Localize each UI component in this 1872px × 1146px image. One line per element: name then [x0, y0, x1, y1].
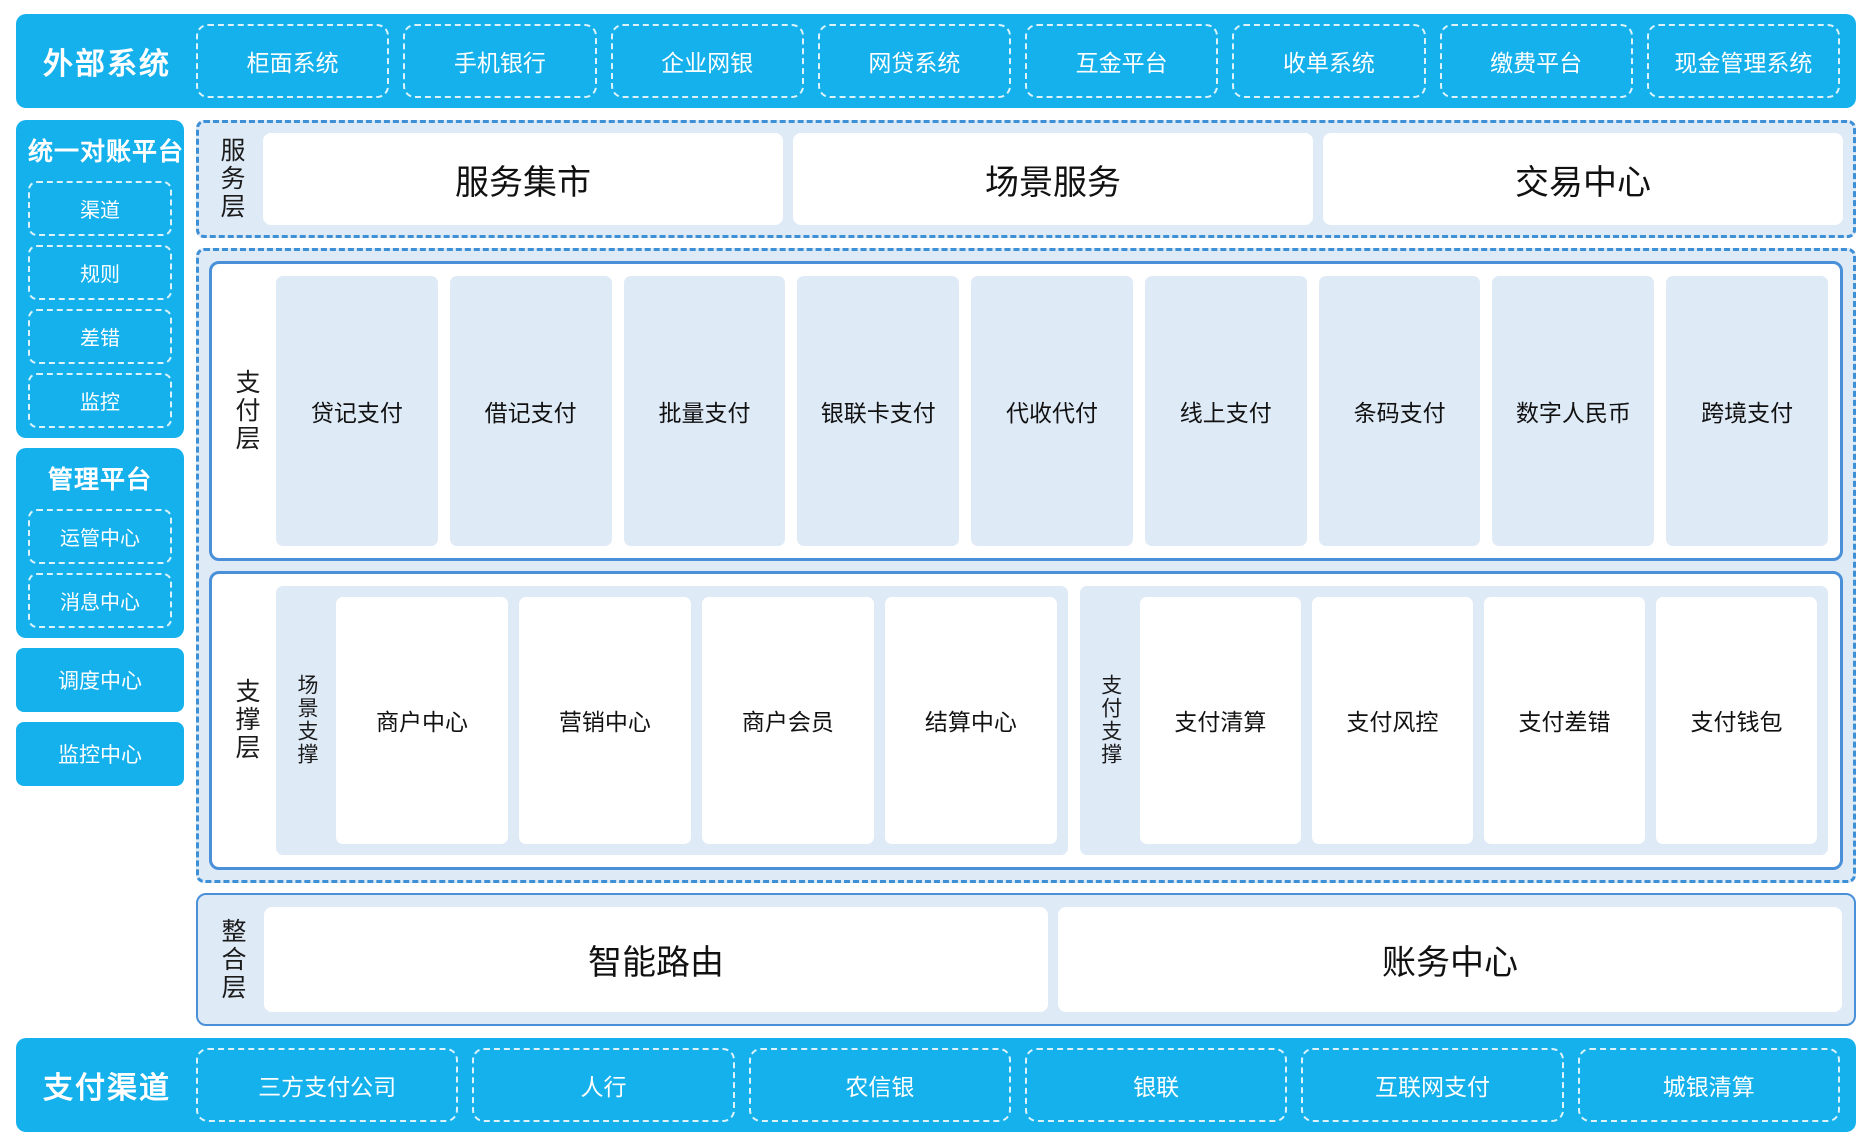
external-system-item[interactable]: 网贷系统 [817, 24, 1011, 98]
support-item-marketing-center[interactable]: 营销中心 [518, 596, 691, 844]
payment-layer-label: 支付层 [232, 368, 260, 453]
support-group-payment: 支付支撑 支付清算 支付风控 支付差错 支付钱包 [1079, 585, 1828, 855]
support-group-scene: 场景支撑 商户中心 营销中心 商户会员 结算中心 [276, 585, 1068, 855]
external-system-item[interactable]: 柜面系统 [196, 24, 390, 98]
payment-item-barcode[interactable]: 条码支付 [1318, 276, 1481, 546]
support-item-payment-risk[interactable]: 支付风控 [1311, 596, 1473, 844]
support-layer-groups: 场景支撑 商户中心 营销中心 商户会员 结算中心 支付支撑 支付清算 支付风控 … [276, 585, 1828, 855]
payment-item-debit[interactable]: 借记支付 [449, 276, 612, 546]
external-system-item[interactable]: 企业网银 [610, 24, 804, 98]
support-item-merchant-member[interactable]: 商户会员 [701, 596, 874, 844]
support-item-merchant-center[interactable]: 商户中心 [336, 596, 508, 844]
payment-channel-rcc[interactable]: 农信银 [748, 1048, 1011, 1122]
external-system-item[interactable]: 现金管理系统 [1646, 24, 1840, 98]
external-systems-items: 柜面系统 手机银行 企业网银 网贷系统 互金平台 收单系统 缴费平台 现金管理系… [196, 24, 1840, 98]
external-system-item[interactable]: 手机银行 [403, 24, 597, 98]
support-layer-label: 支撑层 [232, 678, 260, 763]
manage-platform-item-message[interactable]: 消息中心 [28, 573, 172, 628]
external-system-item[interactable]: 互金平台 [1025, 24, 1219, 98]
payment-channel-unionpay[interactable]: 银联 [1024, 1048, 1288, 1122]
support-group-payment-label: 支付支撑 [1098, 674, 1122, 767]
service-layer-item-scene[interactable]: 场景服务 [793, 133, 1313, 225]
recon-platform-item-channel[interactable]: 渠道 [28, 181, 172, 236]
service-layer-row: 服务层 服务集市 场景服务 交易中心 [209, 133, 1843, 225]
middle-region: 统一对账平台 渠道 规则 差错 监控 管理平台 运管中心 消息中心 调度中心 监… [16, 120, 1856, 1026]
service-layer-wrapper: 服务层 服务集市 场景服务 交易中心 [196, 120, 1856, 238]
layers-column: 服务层 服务集市 场景服务 交易中心 支付层 贷记支付 借记支付 批量支付 银联… [196, 120, 1856, 1026]
payment-channel-internet-payment[interactable]: 互联网支付 [1301, 1048, 1564, 1122]
payment-item-online[interactable]: 线上支付 [1144, 276, 1307, 546]
support-item-settlement-center[interactable]: 结算中心 [884, 596, 1057, 844]
service-layer-label: 服务层 [217, 137, 245, 221]
integration-layer-label: 整合层 [218, 917, 246, 1002]
payment-item-batch[interactable]: 批量支付 [623, 276, 786, 546]
recon-platform-title: 统一对账平台 [28, 138, 185, 166]
external-systems-title: 外部系统 [43, 48, 171, 81]
payment-item-collection-payment[interactable]: 代收代付 [971, 276, 1133, 546]
payment-layer-items: 贷记支付 借记支付 批量支付 银联卡支付 代收代付 线上支付 条码支付 数字人民… [276, 276, 1829, 546]
support-group-scene-label: 场景支撑 [295, 674, 318, 767]
external-systems-band: 外部系统 柜面系统 手机银行 企业网银 网贷系统 互金平台 收单系统 缴费平台 … [16, 14, 1856, 108]
payment-channel-pboc[interactable]: 人行 [472, 1048, 735, 1122]
service-layer-item-market[interactable]: 服务集市 [263, 133, 783, 225]
core-layers-wrapper: 支付层 贷记支付 借记支付 批量支付 银联卡支付 代收代付 线上支付 条码支付 … [196, 248, 1856, 883]
support-layer-panel: 支撑层 场景支撑 商户中心 营销中心 商户会员 结算中心 支付支撑 支付清算 [209, 570, 1843, 870]
payment-channels-title: 支付渠道 [43, 1072, 171, 1105]
payment-channel-third-party[interactable]: 三方支付公司 [196, 1048, 459, 1122]
rail-item-monitoring-center[interactable]: 监控中心 [16, 722, 184, 786]
support-item-payment-error[interactable]: 支付差错 [1483, 596, 1645, 844]
integration-item-smart-routing[interactable]: 智能路由 [264, 907, 1048, 1012]
payment-item-unionpay-card[interactable]: 银联卡支付 [797, 276, 960, 546]
payment-layer-panel: 支付层 贷记支付 借记支付 批量支付 银联卡支付 代收代付 线上支付 条码支付 … [209, 261, 1843, 561]
service-layer-item-transaction[interactable]: 交易中心 [1323, 133, 1843, 225]
integration-item-accounting-center[interactable]: 账务中心 [1058, 907, 1842, 1012]
payment-item-cross-border[interactable]: 跨境支付 [1666, 276, 1829, 546]
payment-channels-items: 三方支付公司 人行 农信银 银联 互联网支付 城银清算 [196, 1048, 1840, 1122]
manage-platform-item-ops[interactable]: 运管中心 [28, 509, 172, 564]
external-system-item[interactable]: 收单系统 [1232, 24, 1426, 98]
recon-platform-item-rule[interactable]: 规则 [28, 245, 172, 300]
external-system-item[interactable]: 缴费平台 [1439, 24, 1633, 98]
payment-channel-city-bank-clearing[interactable]: 城银清算 [1577, 1048, 1840, 1122]
payment-channels-band: 支付渠道 三方支付公司 人行 农信银 银联 互联网支付 城银清算 [16, 1038, 1856, 1132]
payment-item-digital-rmb[interactable]: 数字人民币 [1492, 276, 1655, 546]
manage-platform-card: 管理平台 运管中心 消息中心 [16, 448, 184, 638]
manage-platform-title: 管理平台 [47, 466, 152, 494]
payment-item-credit[interactable]: 贷记支付 [276, 276, 438, 546]
left-rail: 统一对账平台 渠道 规则 差错 监控 管理平台 运管中心 消息中心 调度中心 监… [16, 120, 184, 1026]
rail-item-scheduling-center[interactable]: 调度中心 [16, 648, 184, 712]
recon-platform-item-monitor[interactable]: 监控 [28, 373, 172, 428]
recon-platform-item-error[interactable]: 差错 [28, 309, 172, 364]
support-item-payment-wallet[interactable]: 支付钱包 [1655, 596, 1818, 844]
recon-platform-card: 统一对账平台 渠道 规则 差错 监控 [16, 120, 184, 438]
integration-layer-panel: 整合层 智能路由 账务中心 [196, 893, 1856, 1026]
support-item-payment-clearing[interactable]: 支付清算 [1139, 596, 1301, 844]
